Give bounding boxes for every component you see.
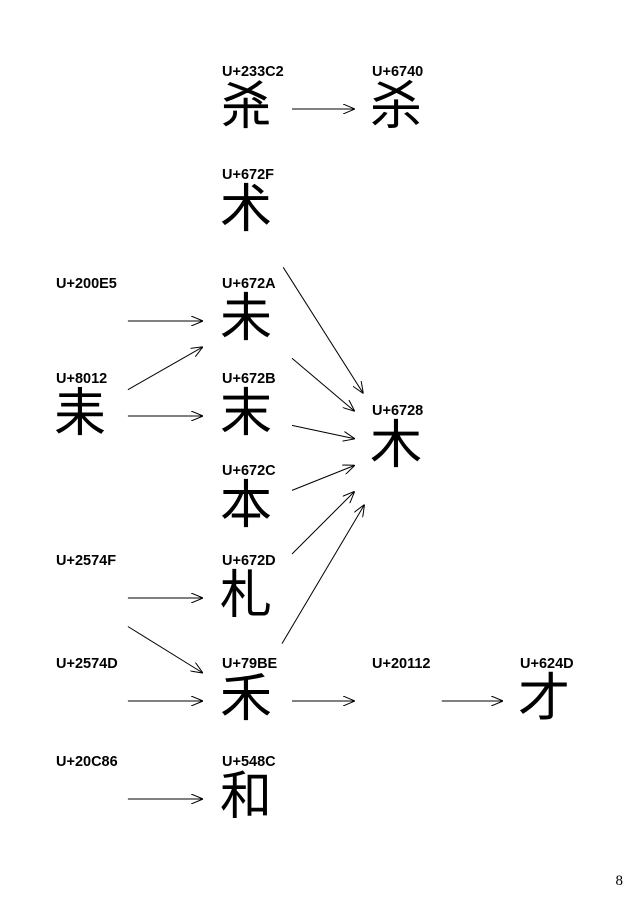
codepoint-label: U+2574F — [56, 553, 116, 569]
arrow-u2574f-to-u79be — [128, 627, 202, 673]
page-number: 8 — [616, 873, 624, 890]
arrow-u672d-to-u6728 — [292, 492, 354, 554]
codepoint-label: U+200E5 — [56, 276, 117, 292]
codepoint-label: U+20C86 — [56, 754, 118, 770]
character-glyph: 才 — [518, 668, 570, 730]
character-glyph: 𣏂 — [220, 76, 272, 138]
arrow-u672a-to-u6728 — [292, 358, 354, 410]
character-glyph: 本 — [220, 475, 272, 537]
arrow-u8012-to-u672a — [128, 347, 202, 389]
codepoint-label: U+20112 — [372, 656, 430, 672]
character-glyph: 禾 — [220, 668, 272, 730]
character-glyph: 札 — [220, 565, 272, 627]
character-glyph: 杀 — [370, 76, 422, 138]
arrow-u672c-to-u6728 — [292, 466, 354, 491]
arrow-u79be-to-u6728 — [282, 505, 364, 643]
arrow-u672b-to-u6728 — [292, 425, 354, 438]
character-glyph: 和 — [220, 766, 272, 828]
arrow-u672f-to-u6728 — [283, 267, 363, 392]
character-glyph: 术 — [220, 179, 272, 241]
character-glyph: 木 — [370, 415, 422, 477]
codepoint-label: U+2574D — [56, 656, 118, 672]
character-glyph: 耒 — [54, 383, 106, 445]
character-glyph: 未 — [220, 288, 272, 350]
character-glyph: 末 — [220, 383, 272, 445]
